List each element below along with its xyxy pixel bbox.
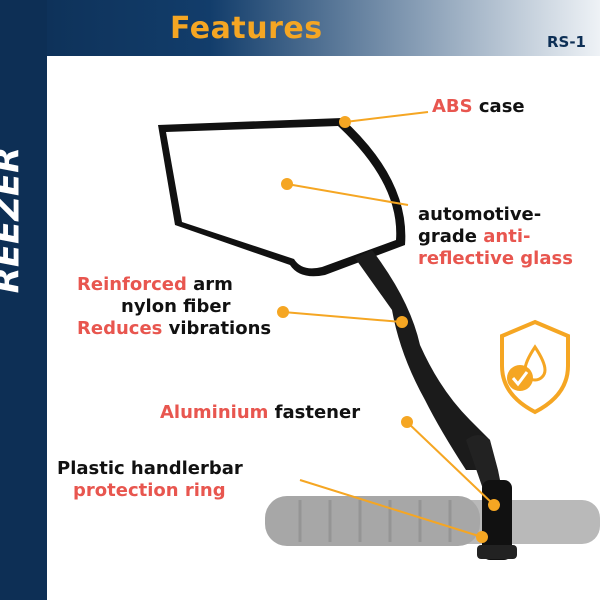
label-abs-case: ABS case: [432, 96, 525, 117]
label-protection-ring: Plastic handlerbar protection ring: [57, 458, 243, 501]
label-glass: automotive- grade anti- reflective glass: [418, 204, 573, 269]
label-arm: Reinforced arm nylon fiber Reduces vibra…: [77, 274, 272, 339]
arm-joint: [466, 435, 502, 492]
label-fastener: Aluminium fastener: [160, 402, 361, 423]
mirror-arm: [355, 250, 490, 470]
check-badge-icon: [507, 365, 533, 391]
shield-droplet-icon: [500, 319, 570, 415]
handlebar-grip: [265, 496, 480, 546]
header-bar: [0, 0, 600, 56]
page-title: Features: [170, 11, 323, 46]
side-bar: [0, 0, 47, 600]
protection-ring: [477, 545, 517, 559]
model-code: RS-1: [546, 33, 586, 51]
mirror-glass: [166, 126, 397, 269]
